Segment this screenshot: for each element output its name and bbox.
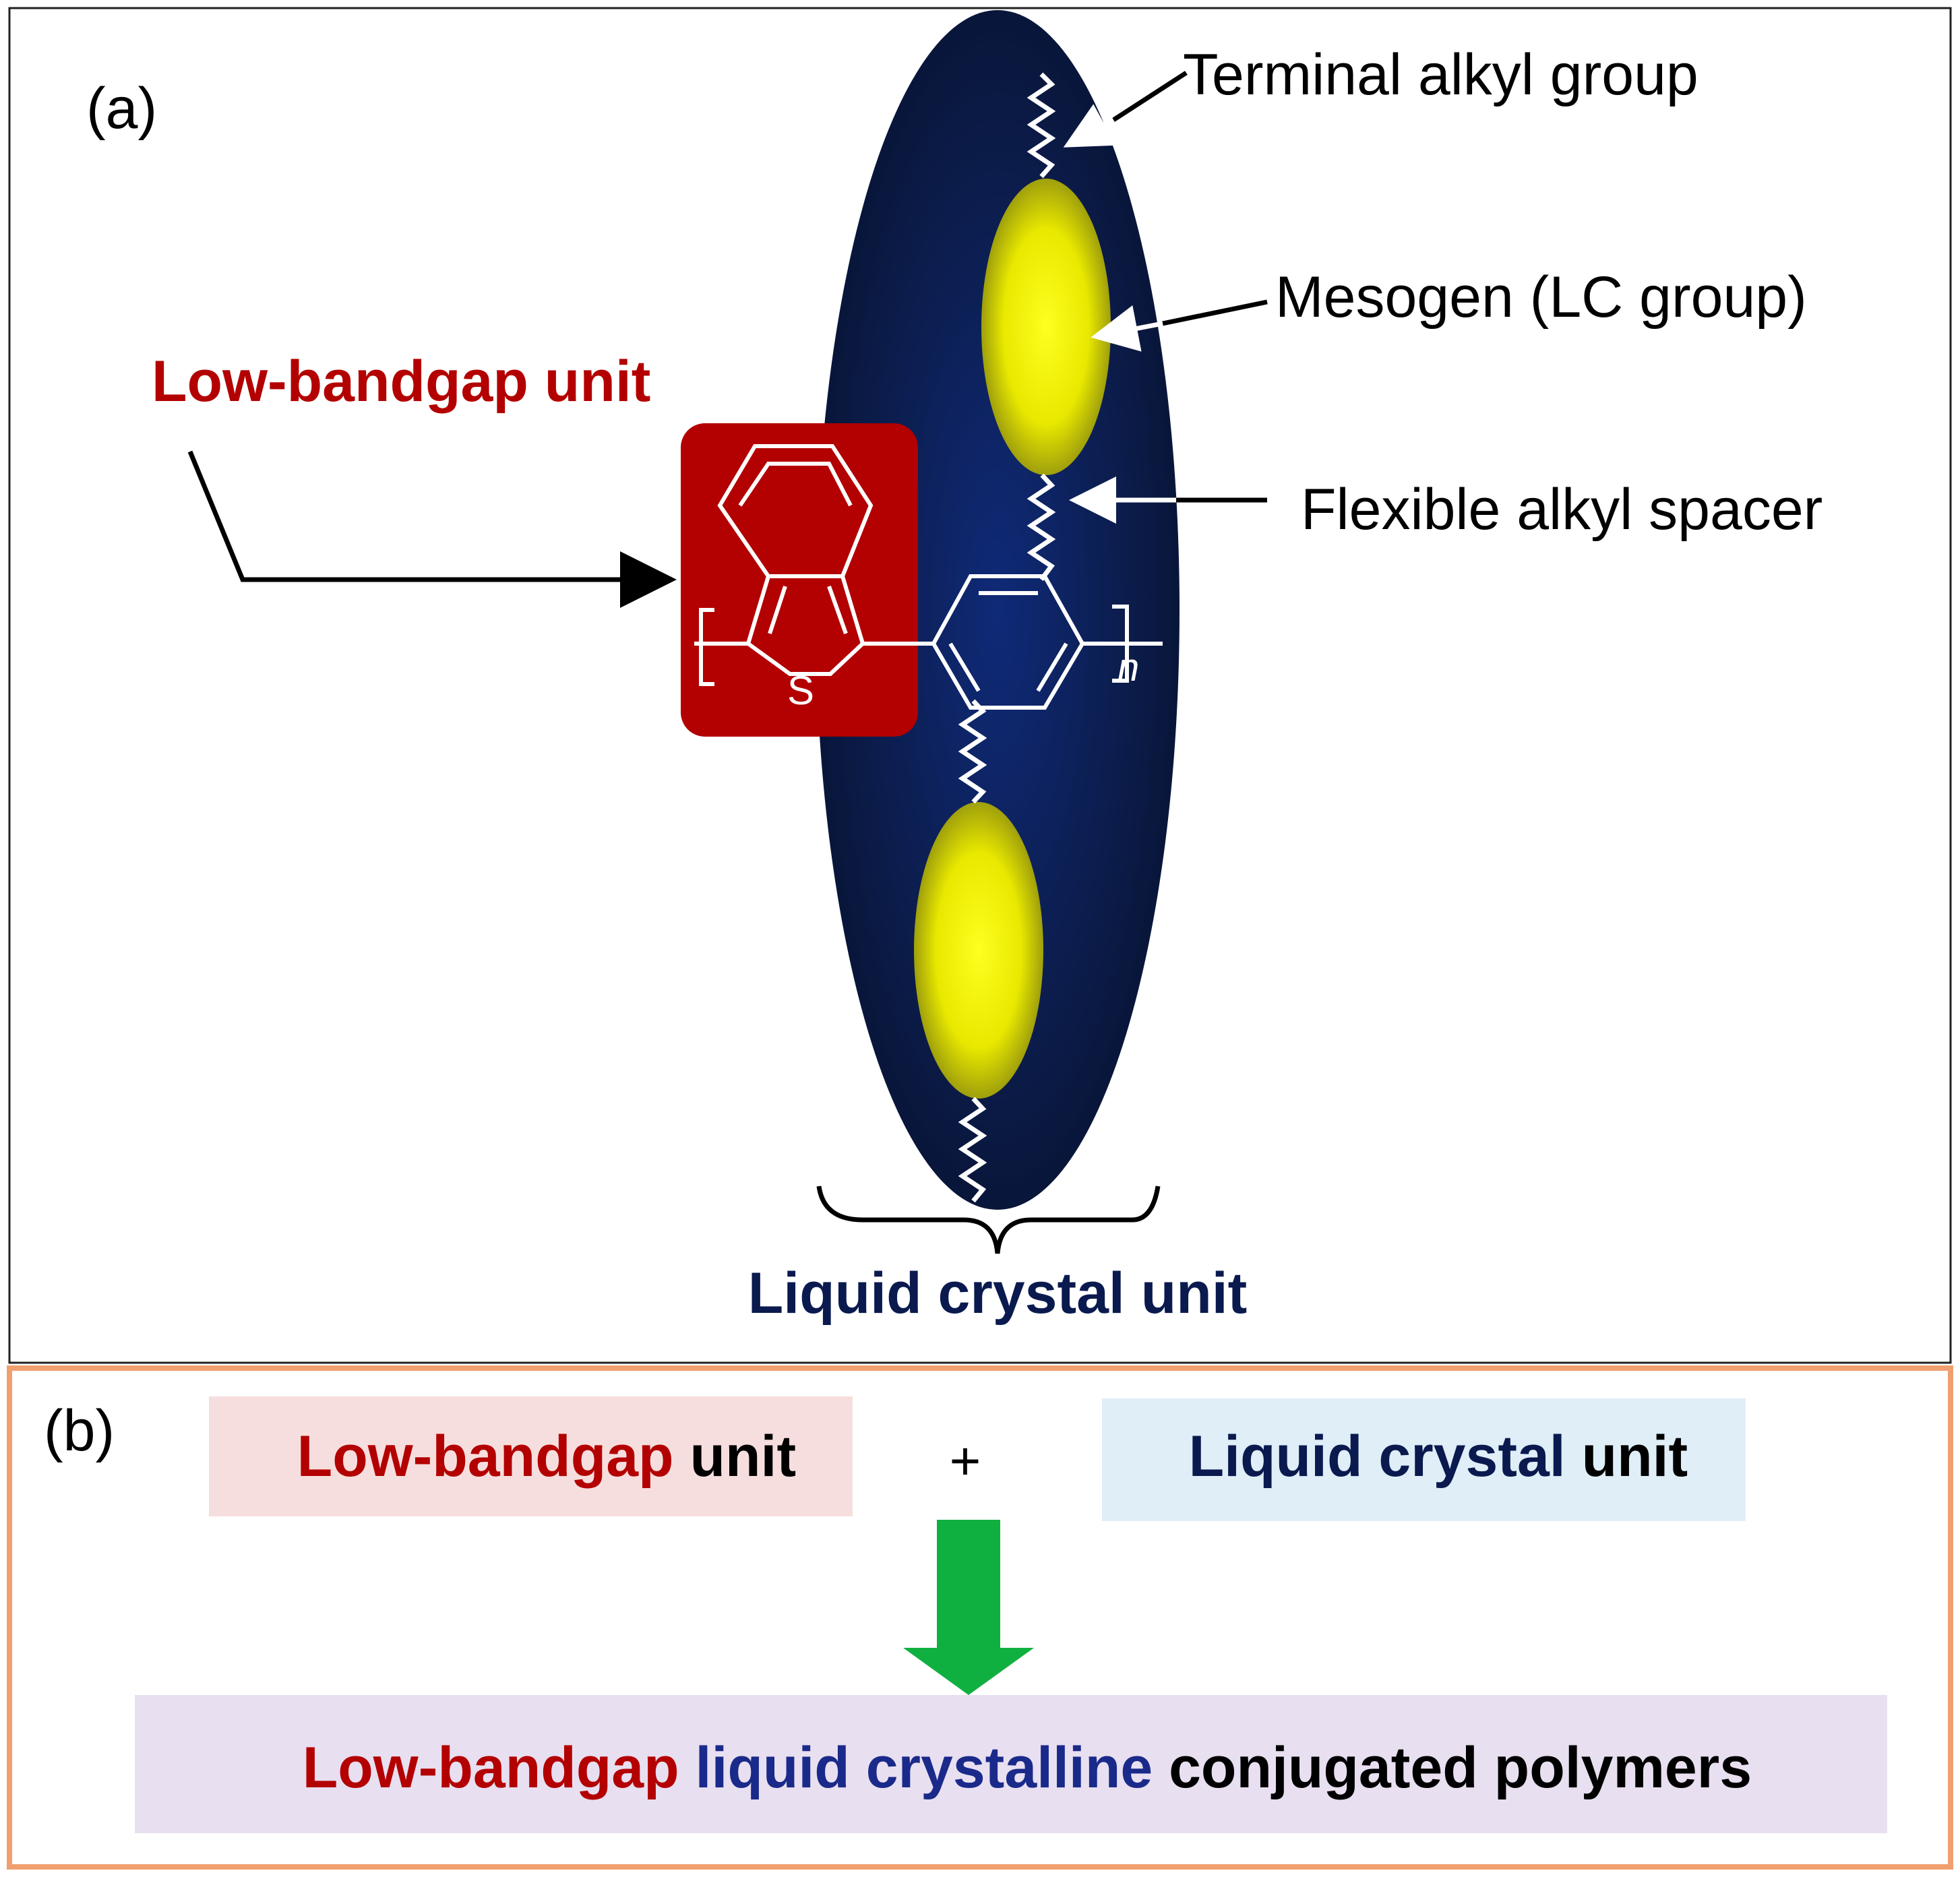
spacer-chain-lower	[958, 699, 987, 804]
terminal-alkyl-chain	[1027, 72, 1056, 179]
liquid-crystal-label: Liquid crystal unit	[748, 1261, 1248, 1326]
spacer-chain-upper	[1027, 473, 1056, 582]
box-low-bandgap	[209, 1396, 853, 1516]
box-liquid-crystal	[1102, 1398, 1746, 1521]
box-liquid-crystal-part1: Liquid crystal	[1189, 1424, 1566, 1489]
mesogen-arrow-black	[1162, 299, 1268, 326]
sulfur-atom-label: S	[787, 668, 814, 713]
box-low-bandgap-part1: Low-bandgap	[297, 1424, 674, 1489]
box-liquid-crystal-text: Liquid crystal unit	[1108, 1424, 1736, 1489]
terminal-alkyl-chain-lower	[958, 1097, 987, 1203]
panel-a-label: (a)	[86, 76, 157, 141]
box-low-bandgap-text: Low-bandgap unit	[216, 1424, 845, 1489]
mesogen-lower	[914, 802, 1043, 1099]
repeat-subscript-n: n	[1117, 646, 1139, 689]
box-result-part3: conjugated polymers	[1153, 1735, 1752, 1800]
low-bandgap-arrow	[187, 450, 677, 608]
flexible-spacer-label: Flexible alkyl spacer	[1301, 477, 1823, 542]
box-result-part2: liquid crystalline	[679, 1735, 1153, 1800]
phenylene-ring	[931, 574, 1163, 710]
alkyl-chains	[958, 72, 1056, 1203]
lc-unit-brace	[816, 1185, 1161, 1254]
box-result	[135, 1695, 1887, 1833]
box-result-text: Low-bandgap liquid crystalline conjugate…	[222, 1735, 1800, 1800]
mesogen-label: Mesogen (LC group)	[1275, 265, 1807, 330]
mesogen-upper	[981, 179, 1111, 475]
panel-a-frame	[8, 7, 1952, 1364]
low-bandgap-structure	[694, 444, 933, 686]
box-low-bandgap-part2: unit	[674, 1424, 797, 1489]
box-result-part1: Low-bandgap	[303, 1735, 679, 1800]
box-liquid-crystal-part2: unit	[1566, 1424, 1688, 1489]
low-bandgap-label: Low-bandgap unit	[152, 349, 650, 414]
terminal-alkyl-label: Terminal alkyl group	[1183, 42, 1698, 107]
plus-sign: +	[950, 1431, 981, 1491]
combine-arrow-icon	[903, 1520, 1034, 1695]
low-bandgap-block	[681, 423, 918, 737]
terminal-alkyl-arrow-black	[1112, 71, 1188, 122]
panel-b-label: (b)	[44, 1398, 115, 1463]
terminal-alkyl-arrow-white	[1063, 104, 1116, 148]
mesogen-arrow-white	[1091, 305, 1163, 352]
panel-b-frame	[7, 1365, 1953, 1870]
